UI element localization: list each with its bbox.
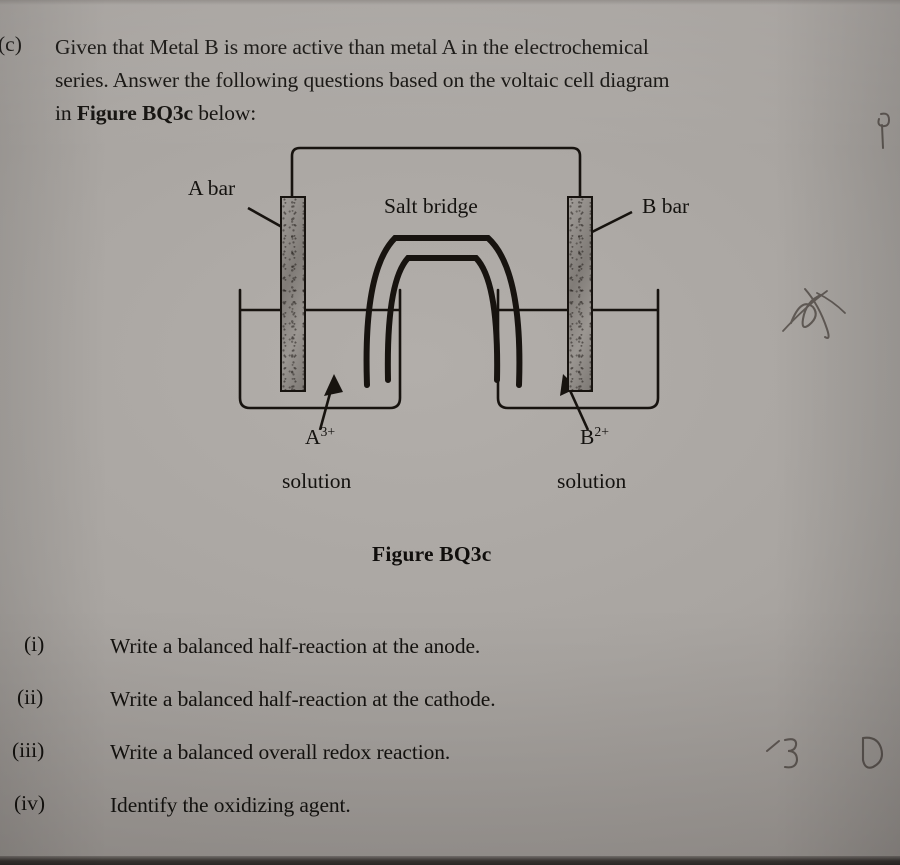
- subquestion-marker-iii: (iii): [12, 738, 45, 762]
- a-ion-symbol: A: [305, 425, 321, 449]
- page-bottom-edge: [0, 856, 900, 865]
- label-salt-bridge: Salt bridge: [384, 194, 478, 218]
- question-marker-c: (c): [0, 32, 22, 56]
- pencil-scribble-mid-right: [775, 283, 870, 345]
- cell-line-art: [238, 146, 660, 430]
- page-top-edge: [0, 0, 900, 5]
- subquestion-text-ii: Write a balanced half-reaction at the ca…: [110, 687, 496, 711]
- label-a-bar: A bar: [188, 176, 236, 200]
- intro-line-3-suffix: below:: [192, 101, 257, 125]
- subquestion-marker-i: (i): [24, 632, 45, 656]
- subquestion-marker-iv: (iv): [14, 791, 46, 815]
- question-intro-line-1: Given that Metal B is more active than m…: [55, 35, 649, 59]
- b-ion-charge: 2+: [594, 423, 609, 439]
- figure-caption: Figure BQ3c: [372, 542, 492, 566]
- label-b-solution-word: solution: [557, 469, 627, 493]
- question-intro-line-2: series. Answer the following questions b…: [55, 68, 670, 92]
- label-a-solution-formula: A3+: [305, 423, 336, 449]
- subquestion-text-iv: Identify the oxidizing agent.: [110, 793, 351, 817]
- left-beaker-outline: [238, 288, 402, 410]
- intro-line-3-prefix: in: [55, 101, 77, 125]
- a-solution-arrowhead: [324, 374, 343, 396]
- salt-bridge-inner-wall: [384, 255, 501, 383]
- electrode-bar-a: [280, 196, 306, 392]
- external-wire: [290, 146, 582, 220]
- label-b-solution-formula: B2+: [580, 423, 609, 449]
- electrode-bar-b: [567, 196, 593, 392]
- pencil-mark-top-right: [872, 108, 896, 150]
- question-intro-line-3: in Figure BQ3c below:: [55, 98, 256, 128]
- figure-reference: Figure BQ3c: [76, 101, 193, 125]
- subquestion-text-i: Write a balanced half-reaction at the an…: [110, 634, 481, 658]
- b-ion-symbol: B: [580, 425, 595, 449]
- a-ion-charge: 3+: [320, 423, 336, 439]
- pencil-mark-0-near-iii: [855, 732, 891, 776]
- label-b-bar: B bar: [642, 194, 690, 218]
- voltaic-cell-diagram: A bar B bar Salt bridge A3+ B2+: [180, 130, 740, 448]
- salt-bridge-outer-wall: [363, 235, 523, 388]
- subquestion-marker-ii: (ii): [17, 685, 44, 709]
- b-solution-leader-line: [566, 385, 590, 430]
- pencil-mark-3-near-iii: [763, 733, 809, 775]
- label-a-solution-word: solution: [282, 469, 352, 493]
- subquestion-text-iii: Write a balanced overall redox reaction.: [110, 740, 451, 764]
